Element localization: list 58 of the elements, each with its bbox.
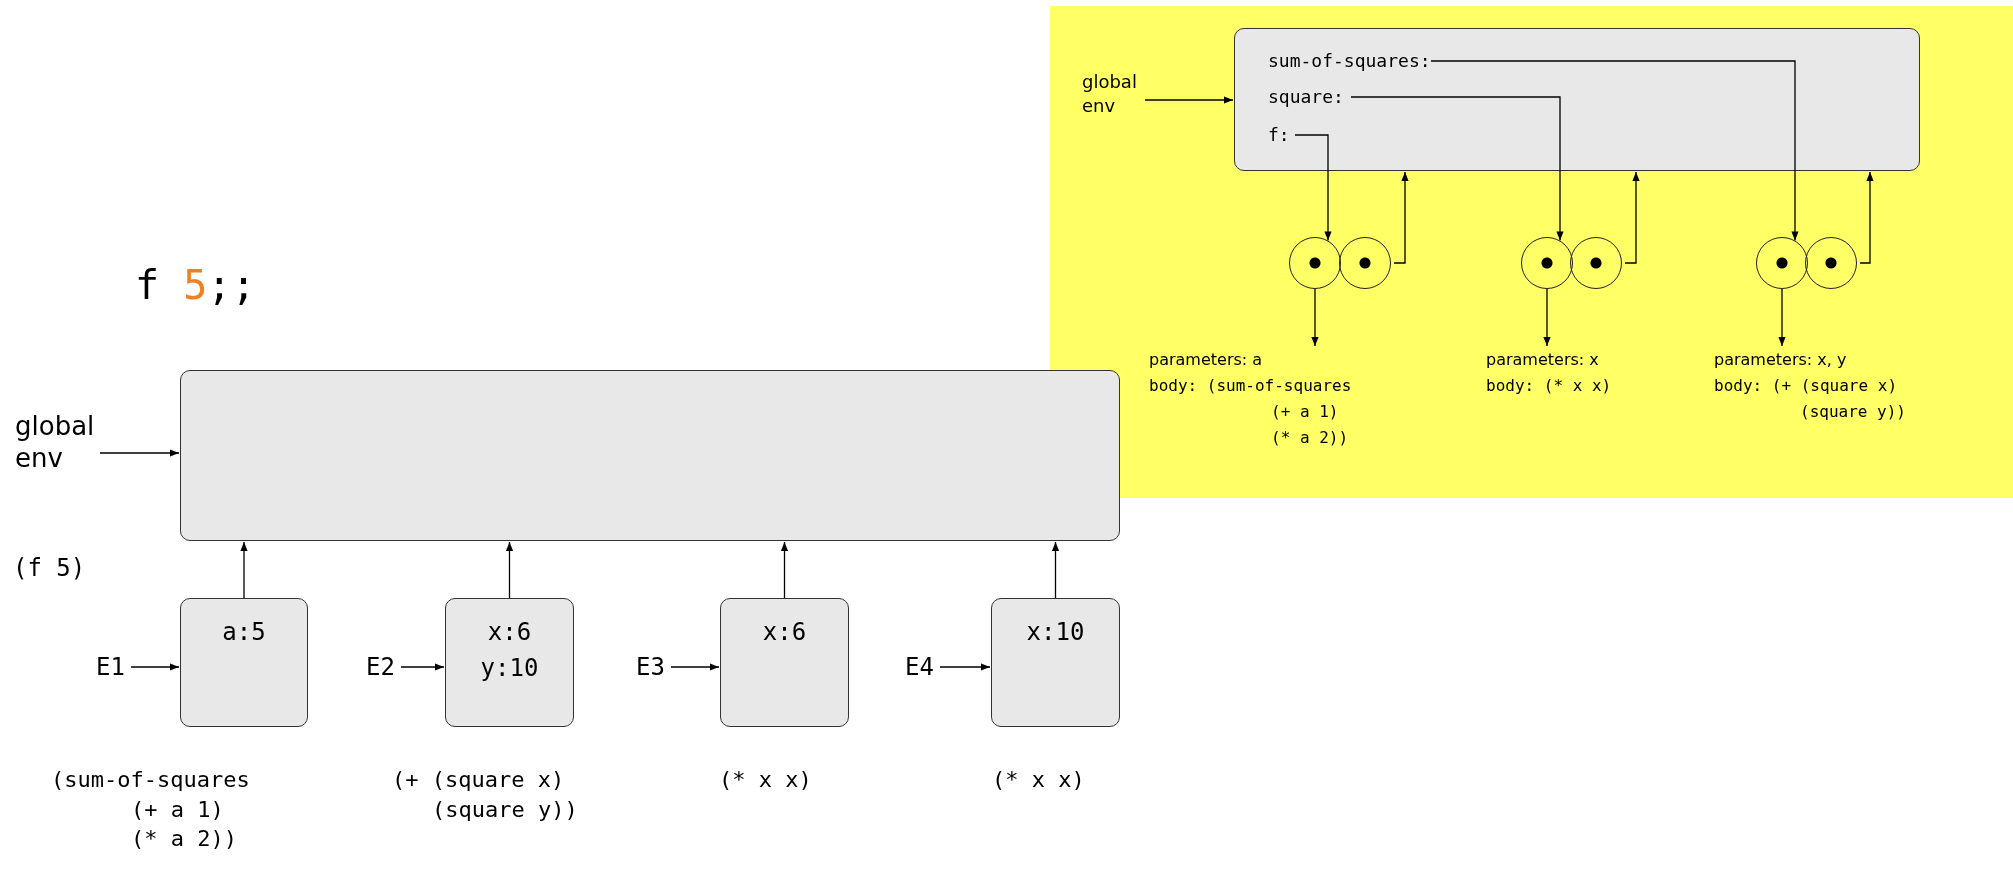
pointer-circle <box>1570 237 1622 289</box>
parameters-text: parameters: x <box>1486 349 1600 371</box>
body-text: body: (sum-of-squares (+ a 1) (* a 2)) <box>1149 375 1353 449</box>
arrow <box>1051 541 1060 599</box>
pointer-circle <box>1339 237 1391 289</box>
binding-name: sum-of-squares: <box>1268 49 1428 73</box>
frame-box <box>991 598 1120 727</box>
pointer-circle <box>1805 237 1857 289</box>
arrow <box>670 663 720 671</box>
frame-box <box>180 370 1120 541</box>
arrow <box>1311 288 1319 347</box>
parameters-text: parameters: a <box>1149 349 1264 371</box>
pointer-circle <box>1289 237 1341 289</box>
arrow <box>1778 288 1786 347</box>
pointer-circle <box>1521 237 1573 289</box>
code-text: (sum-of-squares (+ a 1) (* a 2)) <box>51 766 251 854</box>
code-text: f 5;; <box>135 261 256 310</box>
arrow <box>1144 96 1234 104</box>
frame-box <box>720 598 849 727</box>
arrow <box>130 663 180 671</box>
arrow <box>99 449 180 457</box>
arrow <box>1430 60 1799 242</box>
environment-label: E4 <box>905 652 937 682</box>
arrow <box>1350 96 1564 242</box>
binding-text: y:10 <box>479 653 540 683</box>
arrow <box>1543 288 1551 347</box>
binding-text: x:6 <box>761 617 808 647</box>
pointer-circle <box>1756 237 1808 289</box>
arrow <box>1393 171 1409 264</box>
code-text: (+ (square x) (square y)) <box>392 766 579 824</box>
frame-box <box>445 598 574 727</box>
arrow <box>1624 171 1640 264</box>
frame-box <box>1234 28 1920 171</box>
env-label: global env <box>1082 70 1142 118</box>
binding-text: x:6 <box>486 617 533 647</box>
code-text: (* x x) <box>992 766 1085 794</box>
arrow <box>505 541 514 599</box>
body-text: body: (* x x) <box>1486 375 1613 397</box>
arrow <box>939 663 991 671</box>
binding-name: square: <box>1268 85 1348 109</box>
highlight-panel <box>1050 6 2013 498</box>
binding-name: f: <box>1268 123 1292 147</box>
parameters-text: parameters: x, y <box>1714 349 1848 371</box>
arrow <box>1859 171 1874 264</box>
frame-box <box>180 598 308 727</box>
arrow <box>240 541 248 599</box>
binding-text: x:10 <box>1025 617 1086 647</box>
arrow <box>400 663 445 671</box>
arrow <box>1294 134 1332 242</box>
body-text: body: (+ (square x) (square y)) <box>1714 375 1907 423</box>
binding-text: a:5 <box>221 617 267 647</box>
env-label: global env <box>15 410 97 474</box>
code-text: (* x x) <box>719 766 812 794</box>
environment-label: E2 <box>366 652 398 682</box>
environment-label: E1 <box>96 652 128 682</box>
arrow <box>780 541 789 599</box>
environment-label: E3 <box>636 652 668 682</box>
code-text: (f 5) <box>13 553 86 584</box>
